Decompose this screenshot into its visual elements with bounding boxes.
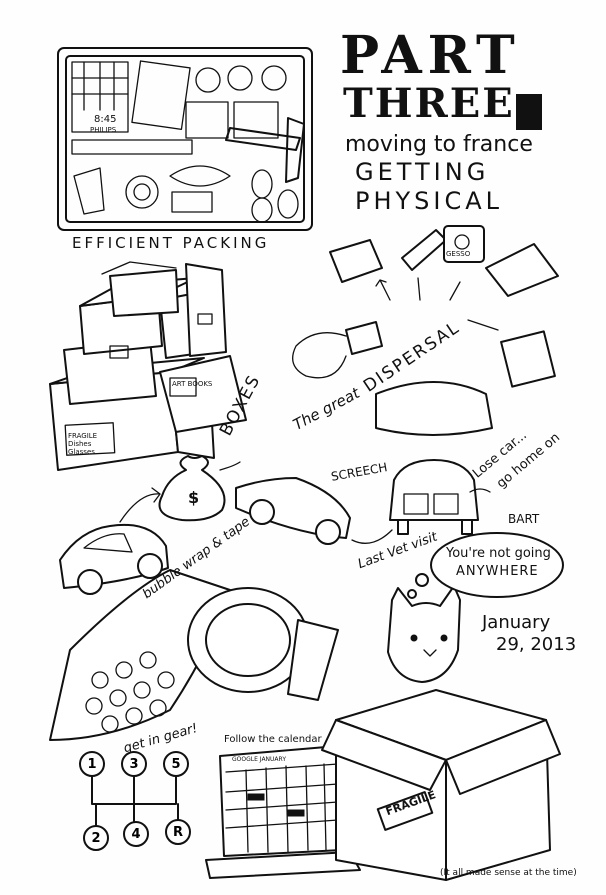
thought-line-2: ANYWHERE	[456, 564, 539, 579]
clock-time-label: 8:45	[94, 114, 117, 125]
date-month: January	[482, 612, 551, 633]
art-books-label: ART BOOKS	[172, 380, 213, 388]
efficient-packing-caption: EFFICIENT PACKING	[72, 234, 270, 252]
getting-heading: GETTING	[355, 158, 490, 186]
gear-4: 4	[131, 826, 141, 842]
arrows	[119, 277, 499, 544]
packed-suitcase	[57, 47, 313, 231]
dollar-sign: $	[188, 488, 200, 507]
google-calendar-label: GOOGLE JANUARY	[232, 756, 286, 763]
title-part: PART	[340, 25, 521, 86]
car-small	[59, 523, 169, 595]
follow-calendar-caption: Follow the calendar	[224, 734, 322, 745]
bubble-wrap	[49, 569, 339, 741]
car-middle	[235, 477, 351, 545]
laptop	[205, 745, 361, 879]
box-stack	[49, 261, 247, 471]
fragile-dishes-label: FRAGILE Dishes Glasses	[68, 432, 98, 456]
physical-heading: PHYSICAL	[355, 187, 504, 215]
gear-shifter	[79, 751, 191, 851]
money-bag	[158, 455, 226, 522]
ink-block-icon	[516, 94, 542, 130]
gear-5: 5	[171, 756, 181, 772]
cat-in-box	[321, 585, 561, 881]
gear-r: R	[172, 824, 183, 840]
gear-1: 1	[87, 756, 97, 772]
title-three: THREE	[343, 80, 515, 127]
date-day-year: 29, 2013	[496, 634, 577, 655]
gear-3: 3	[129, 756, 139, 772]
gesso-label: GESSO	[446, 250, 471, 258]
thought-line-1: You're not going	[446, 546, 551, 561]
car-rear	[389, 459, 479, 535]
philips-label: PHILIPS	[90, 126, 117, 134]
footnote-caption: (It all made sense at the time)	[440, 868, 577, 878]
thought-bubble	[407, 532, 564, 599]
dispersal-items	[292, 225, 559, 436]
gear-2: 2	[91, 830, 101, 846]
bart-caption: BART	[508, 512, 540, 526]
subtitle: moving to france	[345, 132, 533, 157]
